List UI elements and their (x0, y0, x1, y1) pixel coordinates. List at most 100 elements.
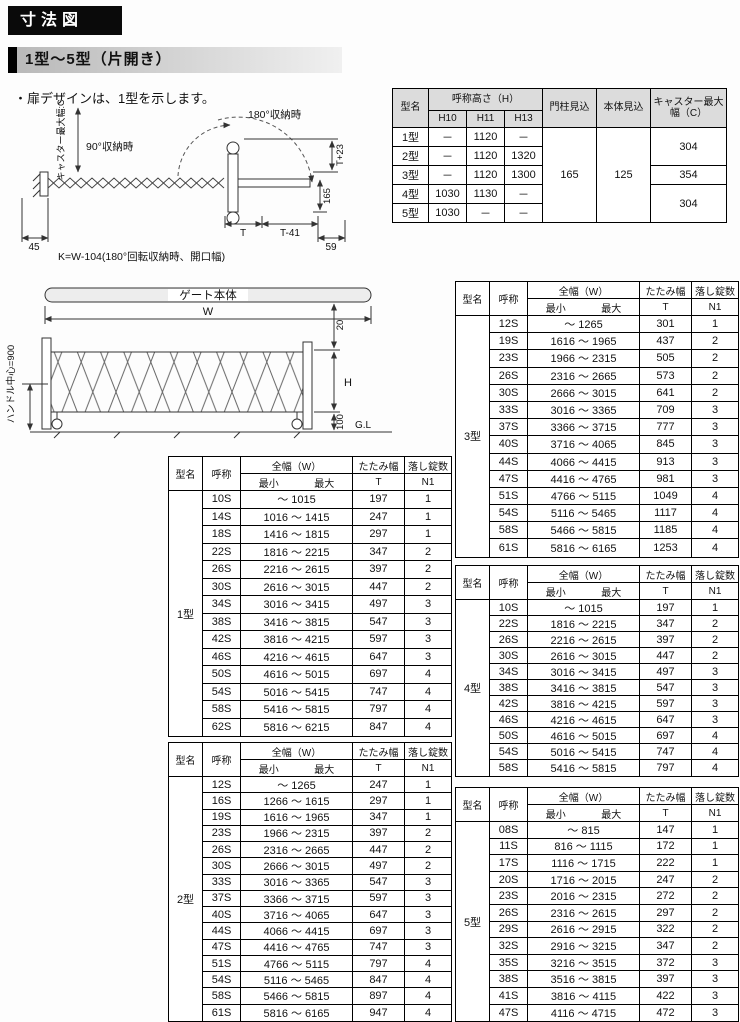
locks-cell: 4 (424, 721, 432, 734)
size-cell: 54S (203, 683, 241, 700)
col-header-min: 最小 (545, 587, 566, 599)
dim-t41: T-41 (280, 228, 300, 239)
locks-cell: 1 (424, 510, 432, 523)
fold-width-cell: 447 (640, 648, 692, 663)
w-dim (44, 306, 372, 324)
size-cell: 54S (203, 972, 241, 988)
col-header-n1: N1 (708, 301, 722, 313)
range-cell: 2616 ～ 3015 (528, 648, 640, 663)
dim-table-type1: 型名 呼称 全幅（W） 最小 最大 たたみ幅 T 落し錠数 N1 1型 10S … (168, 456, 452, 737)
table-row: 44S 4066 ～ 4415 697 3 (203, 923, 451, 940)
col-header-width-group: 全幅（W） 最小 最大 (528, 788, 640, 821)
size-cell: 47S (490, 1004, 528, 1022)
range-cell: 5416 ～ 5815 (528, 760, 640, 776)
col-header-fold: たたみ幅 (353, 743, 404, 760)
dim-t: T (240, 228, 246, 239)
locks-cell: 3 (424, 633, 432, 646)
table-row: 58S 5416 ～ 5815 797 4 (490, 760, 738, 776)
fold-width-cell: 397 (640, 971, 692, 987)
h11-cell: 1120 (466, 165, 505, 185)
fold-width-cell: 272 (640, 888, 692, 904)
locks-cell: 3 (711, 989, 719, 1002)
locks-cell: 1 (711, 856, 719, 869)
dim-table-type2: 型名 呼称 全幅（W） 最小 最大 たたみ幅 T 落し錠数 N1 2型 12S … (168, 742, 452, 1022)
size-cell: 54S (490, 744, 528, 759)
locks-cell: 3 (711, 697, 719, 710)
size-cell: 10S (203, 491, 241, 508)
model-cell: 1型 (392, 127, 429, 147)
table-row: 19S 1616 ～ 1965 347 1 (203, 809, 451, 826)
spec-row-type2: 2型 － 1120 1320 (392, 146, 727, 166)
col-header-locks-group: 落し錠数 N1 (692, 282, 738, 315)
section-title-text: 1型～5型（片開き） (25, 51, 172, 68)
locks-cell: 4 (711, 729, 719, 742)
fold-width-cell: 1185 (640, 522, 692, 539)
size-cell: 51S (490, 487, 528, 505)
table-row: 26S 2316 ～ 2665 447 2 (203, 842, 451, 859)
size-cell: 37S (490, 419, 528, 436)
range-cell: 3416 ～ 3815 (528, 680, 640, 695)
range-cell: 4116 ～ 4715 (528, 1004, 640, 1022)
table-row: 46S 4216 ～ 4615 647 3 (203, 648, 451, 666)
fold-width-cell: 647 (640, 712, 692, 727)
table-row: 23S 1966 ～ 2315 397 2 (203, 825, 451, 843)
range-cell: 3366 ～ 3715 (241, 890, 353, 907)
range-cell: 3816 ～ 4215 (528, 696, 640, 711)
model-label: 3型 (463, 431, 482, 444)
locks-cell: 3 (424, 598, 432, 611)
size-cell: 44S (203, 923, 241, 939)
size-cell: 16S (203, 793, 241, 809)
size-cell: 50S (490, 728, 528, 743)
range-cell: 2316 ～ 2665 (528, 367, 640, 384)
dim-table-type3: 型名 呼称 全幅（W） 最小 最大 たたみ幅 T 落し錠数 N1 3型 12S … (455, 281, 739, 558)
fold-width-cell: 597 (640, 696, 692, 711)
table-row: 33S 3016 ～ 3365 709 3 (490, 401, 738, 420)
fold-width-cell: 547 (353, 613, 405, 630)
locks-cell: 4 (424, 703, 432, 716)
col-header-body-depth: 本体見込 (596, 88, 651, 128)
locks-cell: 2 (711, 386, 719, 399)
size-cell: 46S (203, 648, 241, 665)
fold-width-cell: 447 (353, 578, 405, 595)
range-cell: ～ 1265 (241, 777, 353, 793)
table-row: 29S 2616 ～ 2915 322 2 (490, 921, 738, 939)
table-row: 17S 1116 ～ 1715 222 1 (490, 855, 738, 872)
table-row: 50S 4616 ～ 5015 697 4 (490, 728, 738, 744)
locks-cell: 4 (711, 745, 719, 758)
handle-center-label: ハンドル中心=900 (5, 345, 17, 423)
table-row: 61S 5816 ～ 6165 1253 4 (490, 539, 738, 557)
fold-width-cell: 1049 (640, 487, 692, 505)
size-cell: 41S (490, 987, 528, 1004)
fold-width-cell: 497 (353, 596, 405, 613)
table-row: 10S ～ 1015 197 1 (490, 600, 738, 616)
col-header-width: 全幅（W） (241, 457, 352, 474)
size-cell: 26S (203, 561, 241, 578)
model-label: 2型 (176, 893, 195, 906)
size-cell: 38S (490, 680, 528, 695)
fold-width-cell: 797 (353, 701, 405, 718)
locks-cell: 2 (424, 545, 432, 558)
size-cell: 47S (203, 939, 241, 955)
locks-cell: 3 (711, 404, 719, 417)
col-header-max: 最大 (314, 478, 335, 490)
dim-100: 100 (335, 414, 346, 430)
size-cell: 11S (490, 838, 528, 855)
range-cell: 2216 ～ 2615 (241, 561, 353, 578)
dim-table-header: 型名 呼称 全幅（W） 最小 最大 たたみ幅 T 落し錠数 N1 (169, 743, 451, 777)
table-row: 30S 2616 ～ 3015 447 2 (203, 578, 451, 596)
range-cell: 1416 ～ 1815 (241, 526, 353, 543)
locks-cell: 4 (711, 524, 719, 537)
col-header-locks-group: 落し錠数 N1 (692, 566, 738, 599)
size-cell: 34S (490, 664, 528, 679)
size-cell: 34S (203, 596, 241, 613)
gate-body-label: ゲート本体 (179, 288, 237, 302)
fold-width-cell: 947 (353, 1004, 405, 1021)
table-row: 54S 5016 ～ 5415 747 4 (490, 744, 738, 760)
col-header-h11: H11 (466, 110, 505, 128)
col-header-locks: 落し錠数 (405, 743, 451, 760)
ground-hatch (53, 431, 301, 439)
locks-cell: 3 (711, 1006, 719, 1019)
range-cell: 3016 ～ 3365 (528, 401, 640, 419)
range-cell: 3716 ～ 4065 (241, 907, 353, 923)
fold-width-cell: 981 (640, 470, 692, 487)
